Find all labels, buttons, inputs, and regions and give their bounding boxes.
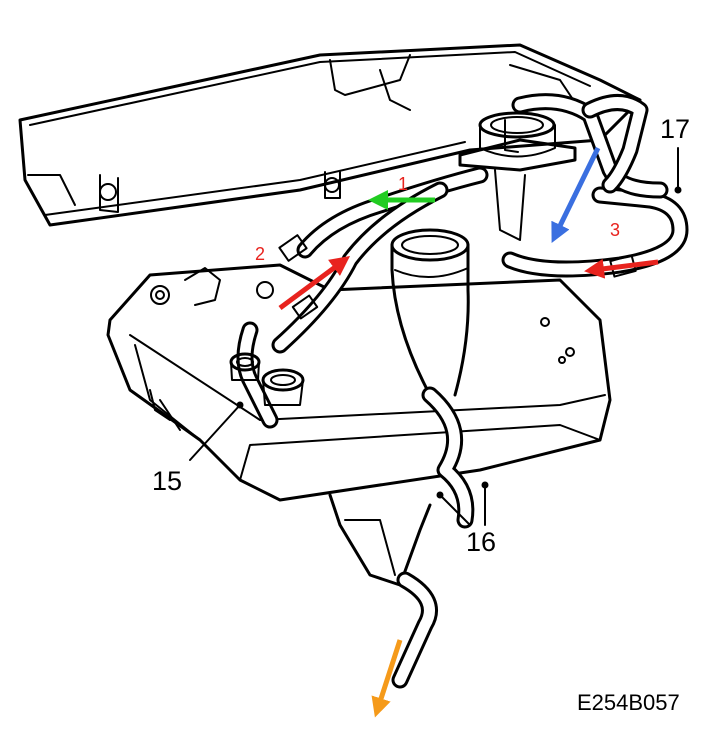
flow-arrows — [278, 146, 659, 718]
engine-cover — [18, 43, 642, 227]
pump-flange — [458, 111, 577, 241]
callout-2: 2 — [255, 244, 265, 264]
part-label-17: 17 — [660, 114, 690, 144]
filler-neck — [390, 228, 470, 397]
part-label-16: 16 — [466, 527, 496, 557]
callout-1: 1 — [398, 174, 408, 194]
callout-3: 3 — [610, 220, 620, 240]
red-flow-arrow-2 — [278, 256, 351, 311]
reference-code: E254B057 — [577, 690, 680, 715]
blue-flow-arrow — [551, 146, 601, 243]
tank-fittings — [229, 352, 305, 406]
leader-lines — [189, 147, 682, 526]
red-flow-arrow-3 — [584, 258, 659, 279]
drain-pipe — [328, 493, 438, 689]
orange-flow-arrow — [371, 639, 403, 718]
fuel-tank — [106, 263, 612, 502]
part-label-15: 15 — [152, 466, 182, 496]
